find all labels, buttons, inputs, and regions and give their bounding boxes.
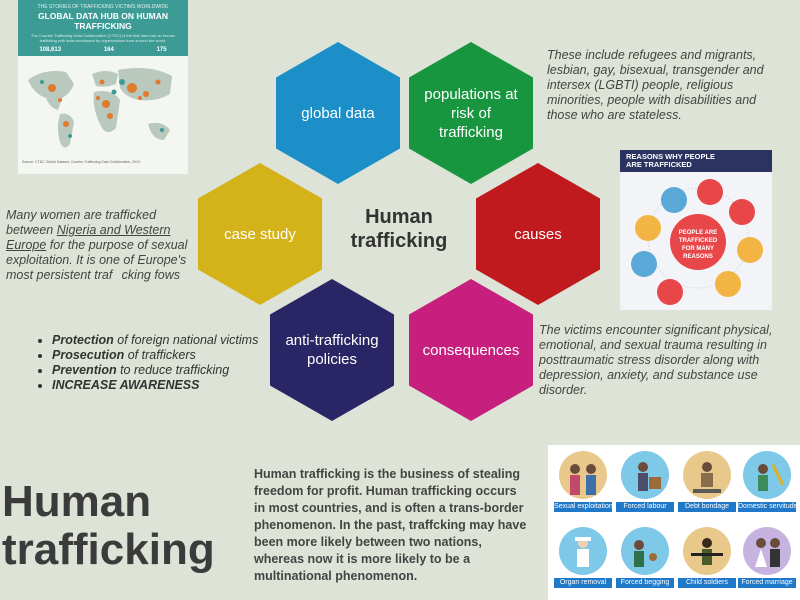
stat-nationalities: 175 [156, 47, 167, 53]
reasons-title-line1: REASONS WHY PEOPLE [626, 152, 716, 161]
hex-global-data-label: global data [301, 104, 375, 122]
form-child-soldiers: Child soldiers [678, 527, 736, 588]
case-study-text-before: Many women are trafficked between [6, 208, 157, 237]
reasons-center-line4: REASONS [683, 254, 713, 260]
worker-icon [621, 451, 669, 499]
case-study-note: Many women are trafficked between Nigeri… [6, 208, 198, 283]
stat-countries: 164 [103, 47, 114, 53]
main-title: Human trafficking [2, 477, 215, 574]
description-paragraph: Human trafficking is the business of ste… [254, 467, 527, 583]
reasons-title-line2: ARE TRAFFICKED [626, 160, 692, 169]
form-label: Forced marriage [738, 578, 796, 588]
form-label: Debt bondage [678, 502, 736, 512]
form-label: Domestic servitude [738, 502, 796, 512]
consequences-note: The victims encounter significant physic… [539, 323, 773, 397]
beggar-icon [621, 527, 669, 575]
global-data-header: THE STORIES OF TRAFFICKING VICTIMS WORLD… [18, 0, 188, 56]
hex-populations-at-risk[interactable]: populations at risk of trafficking [409, 42, 533, 184]
hex-policies-label: anti-trafficking policies [285, 332, 379, 368]
form-debt-bondage: Debt bondage [678, 451, 736, 512]
cleaning-person-icon [743, 451, 791, 499]
reasons-header: REASONS WHY PEOPLE ARE TRAFFICKED [620, 150, 772, 172]
global-data-stats: 108,613 164 175 [18, 43, 188, 53]
policies-list: Protection of foreign national victims P… [34, 333, 274, 393]
global-data-footnote: Source: CTDC Global Dataset, Counter-Tra… [22, 160, 141, 164]
chained-person-icon [683, 451, 731, 499]
case-study-text-after: for the purpose of sexual exploitation. … [6, 238, 188, 282]
global-data-kicker: THE STORIES OF TRAFFICKING VICTIMS WORLD… [37, 4, 169, 10]
populations-note: These include refugees and migrants, les… [547, 48, 764, 122]
form-forced-marriage: Forced marriage [738, 527, 796, 588]
hex-global-data[interactable]: global data [276, 42, 400, 184]
form-label: Child soldiers [678, 578, 736, 588]
hex-anti-trafficking-policies[interactable]: anti-trafficking policies [270, 279, 394, 421]
reasons-infographic: REASONS WHY PEOPLE ARE TRAFFICKED PEOPLE… [620, 150, 772, 310]
reasons-center-line1: PEOPLE ARE [679, 230, 717, 236]
doctor-icon [559, 527, 607, 575]
global-data-infographic: THE STORIES OF TRAFFICKING VICTIMS WORLD… [18, 0, 188, 174]
form-domestic-servitude: Domestic servitude [738, 451, 796, 512]
policy-item: INCREASE AWARENESS [52, 378, 274, 393]
form-organ-removal: Organ removal [554, 527, 612, 588]
form-label: Sexual exploitation [554, 502, 612, 512]
policy-item: Protection of foreign national victims [52, 333, 274, 348]
form-sexual-exploitation: Sexual exploitation [554, 451, 612, 512]
hex-causes[interactable]: causes [476, 163, 600, 305]
nigeria-europe-link[interactable]: Nigeria and Western Europe [6, 223, 171, 252]
hex-populations-label: populations at risk of trafficking [424, 85, 518, 141]
form-forced-labour: Forced labour [616, 451, 674, 512]
global-data-subtitle: The Counter Trafficking Data Collaborati… [30, 33, 176, 43]
form-label: Forced begging [616, 578, 674, 588]
hex-consequences[interactable]: consequences [409, 279, 533, 421]
stat-cases: 108,613 [39, 47, 62, 53]
center-title: Human trafficking [350, 206, 448, 252]
hex-consequences-label: consequences [422, 341, 520, 359]
reasons-center-line2: TRAFFICKED [679, 238, 718, 244]
forms-infographic: Sexual exploitation Forced labour Debt b… [548, 445, 800, 600]
policy-item: Prosecution of traffickers [52, 348, 274, 363]
reasons-center-line3: FOR MANY [682, 246, 714, 252]
hex-causes-label: causes [514, 225, 562, 243]
policy-item: Prevention to reduce trafficking [52, 363, 274, 378]
hex-case-study[interactable]: case study [198, 163, 322, 305]
form-label: Organ removal [554, 578, 612, 588]
bride-icon [743, 527, 791, 575]
global-data-title: GLOBAL DATA HUB ON HUMAN TRAFFICKING [37, 11, 168, 31]
reasons-diagram: PEOPLE ARE TRAFFICKED FOR MANY REASONS [631, 179, 763, 305]
hex-case-study-label: case study [224, 225, 296, 243]
people-icon [559, 451, 607, 499]
form-forced-begging: Forced begging [616, 527, 674, 588]
soldier-icon [683, 527, 731, 575]
world-map-image [28, 68, 172, 148]
form-label: Forced labour [616, 502, 674, 512]
